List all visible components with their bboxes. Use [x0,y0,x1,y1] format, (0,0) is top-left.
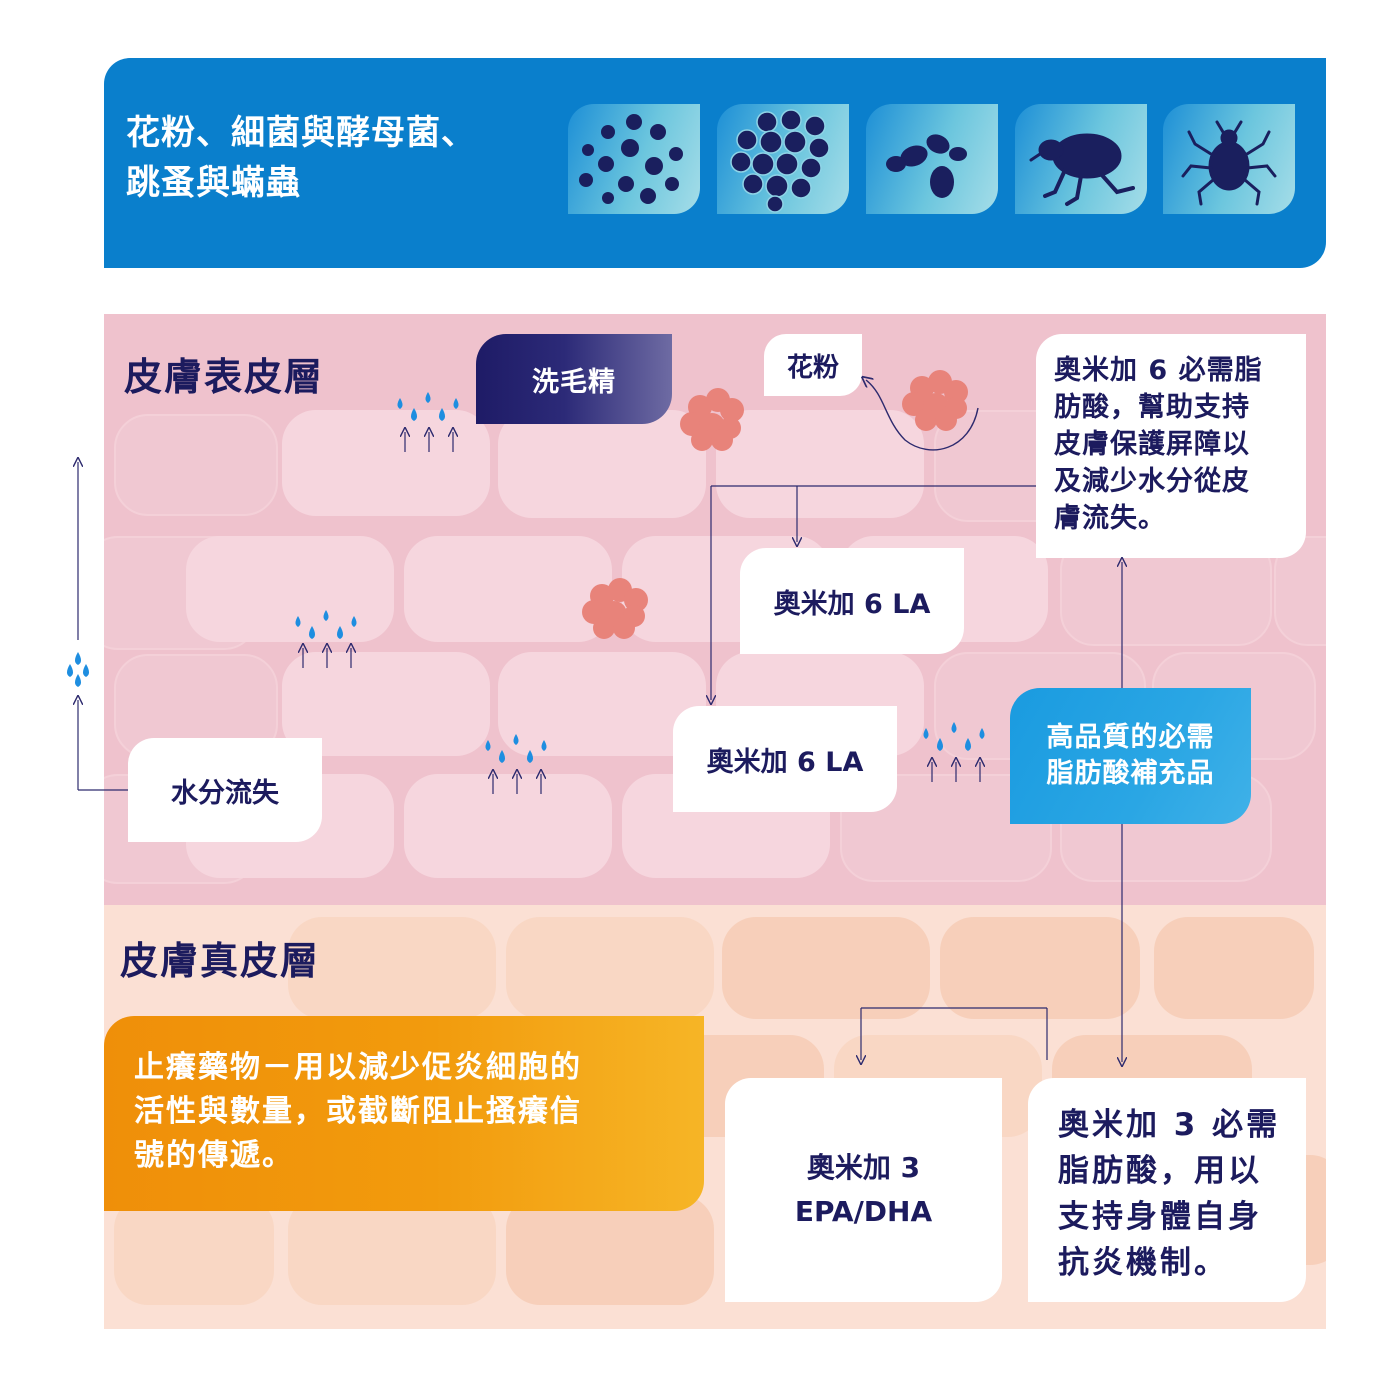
banner-title-line-2: 跳蚤與蟎蟲 [126,163,301,203]
flea-icon [1015,104,1147,214]
omega3-description-line: 抗炎機制。 [1058,1245,1228,1281]
dermis-cell [1154,917,1314,1019]
omega3-connector [861,1007,1048,1060]
itch-line: 號的傳遞。 [134,1138,294,1173]
omega6-connector [711,485,1036,700]
omega3-label-line: 奧米加 3 [806,1151,921,1184]
water-droplet-group [295,610,357,639]
omega6-description: 奧米加 6 必需脂 肪酸，幫助支持 皮膚保護屏障以 及減少水分從皮 膚流失。 [1036,334,1306,558]
skin-cell [404,536,612,642]
water-loss-indicator [67,462,128,791]
pollen-icon [568,104,700,214]
itch-line: 止癢藥物－用以減少促炎細胞的 [134,1050,582,1085]
water-drop-icon [67,652,89,687]
omega3-description-line: 脂肪酸，用以 [1058,1153,1262,1189]
omega6-description-line: 肪酸，幫助支持 [1054,392,1250,423]
omega6-description-line: 膚流失。 [1054,503,1166,534]
skin-cell [716,410,924,518]
omega3-description-line: 支持身體自身 [1058,1199,1262,1235]
omega3-label-line: EPA/DHA [794,1195,933,1228]
allergen-particle [680,388,744,451]
epidermis-title: 皮膚表皮層 [124,355,325,399]
dermis-title: 皮膚真皮層 [120,939,321,983]
omega6-la-lower-label: 奧米加 6 LA [673,706,897,812]
dermis-cell [506,1195,714,1305]
moisture-arrows [303,648,351,668]
moisture-arrows [932,762,980,782]
water-droplet-group [923,722,985,751]
banner-title: 花粉、細菌與酵母菌、 跳蚤與蟎蟲 [126,108,546,208]
dermis-cell [288,1195,496,1305]
yeast-icon [866,104,998,214]
skin-cell [498,410,706,518]
omega6-la-upper-label: 奧米加 6 LA [740,548,964,654]
bacteria-icon [717,104,849,214]
omega6-description-line: 奧米加 6 必需脂 [1054,355,1263,386]
moisture-arrows [493,774,541,794]
omega6-description-line: 皮膚保護屏障以 [1054,429,1250,460]
banner-title-line-1: 花粉、細菌與酵母菌、 [126,113,476,153]
skin-cell [114,414,278,516]
anti-itch-medication-description: 止癢藥物－用以減少促炎細胞的 活性與數量，或截斷阻止搔癢信 號的傳遞。 [104,1016,704,1211]
pollen-pointer-line [866,380,979,451]
omega6-description-line: 及減少水分從皮 [1054,466,1250,497]
pollen-label: 花粉 [764,334,862,396]
itch-line: 活性與數量，或截斷阻止搔癢信 [134,1094,582,1129]
dermis-cell [506,917,714,1019]
water-droplet-group [485,734,547,763]
allergen-banner: 花粉、細菌與酵母菌、 跳蚤與蟎蟲 [104,58,1326,268]
dermis-cell [114,1195,274,1305]
allergen-particle [582,578,648,639]
mite-icon [1163,104,1295,214]
water-droplet-group [397,392,459,421]
allergen-particle [902,370,968,431]
fatty-acid-supplement-label: 高品質的必需 脂肪酸補充品 [1010,688,1251,824]
dermis-cell [722,917,930,1019]
skin-cell [404,774,612,878]
omega3-description: 奧米加 3 必需 脂肪酸，用以 支持身體自身 抗炎機制。 [1028,1078,1306,1302]
water-loss-label: 水分流失 [128,738,322,842]
omega3-epa-dha-label: 奧米加 3 EPA/DHA [725,1078,1002,1302]
dermis-cell [288,917,496,1019]
supplement-line: 脂肪酸補充品 [1046,758,1215,789]
shampoo-label: 洗毛精 [476,334,672,424]
skin-cell [186,536,394,642]
skin-cell [498,652,706,756]
omega3-description-line: 奧米加 3 必需 [1058,1107,1281,1143]
supplement-line: 高品質的必需 [1046,722,1215,753]
moisture-arrows [405,432,453,452]
dermis-cell [940,917,1140,1019]
